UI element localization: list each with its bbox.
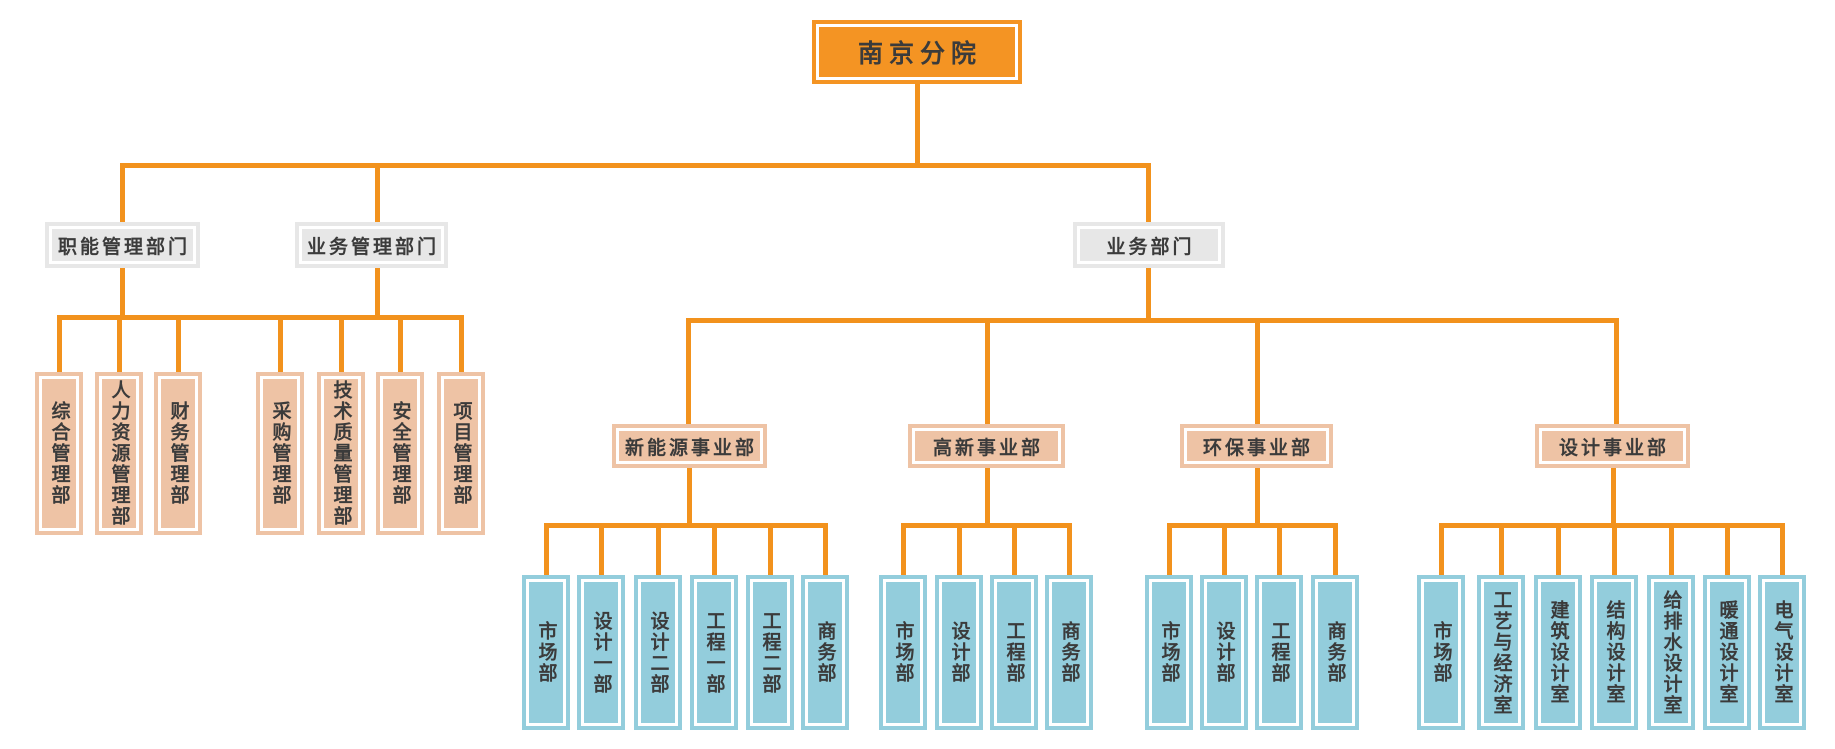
connector-line — [1556, 526, 1561, 575]
connector-line — [117, 318, 122, 372]
connector-line — [1146, 268, 1151, 320]
connector-line — [1222, 526, 1227, 575]
connector-line — [823, 526, 828, 575]
sub-dept-node: 设计部 — [1200, 575, 1248, 730]
sub-dept-node: 市场部 — [1145, 575, 1193, 730]
connector-line — [1614, 318, 1619, 424]
connector-line — [459, 318, 464, 372]
root-node: 南京分院 — [812, 20, 1022, 84]
connector-line — [57, 315, 464, 320]
connector-line — [120, 163, 1151, 168]
connector-line — [686, 318, 1619, 323]
connector-line — [1067, 526, 1072, 575]
sub-dept-node: 设计一部 — [577, 575, 625, 730]
sub-dept-node: 人力资源管理部 — [95, 372, 143, 535]
sub-dept-node: 工程部 — [990, 575, 1038, 730]
connector-line — [1167, 523, 1338, 528]
connector-line — [1255, 318, 1260, 424]
business-mgmt-node: 业务管理部门 — [295, 222, 448, 268]
connector-line — [1333, 526, 1338, 575]
connector-line — [544, 523, 828, 528]
connector-line — [1725, 526, 1730, 575]
connector-line — [957, 526, 962, 575]
sub-dept-node: 电气设计室 — [1758, 575, 1806, 730]
sub-dept-node: 工程部 — [1255, 575, 1303, 730]
sub-dept-node: 市场部 — [1417, 575, 1465, 730]
connector-line — [398, 318, 403, 372]
connector-line — [1439, 523, 1785, 528]
connector-line — [1439, 526, 1444, 575]
sub-dept-node: 商务部 — [1045, 575, 1093, 730]
connector-line — [278, 318, 283, 372]
connector-line — [985, 468, 990, 525]
connector-line — [1146, 166, 1151, 222]
sub-dept-node: 设计二部 — [634, 575, 682, 730]
division-node: 设计事业部 — [1535, 424, 1690, 468]
sub-dept-node: 工程一部 — [690, 575, 738, 730]
sub-dept-node: 综合管理部 — [35, 372, 83, 535]
division-node: 环保事业部 — [1180, 424, 1333, 468]
sub-dept-node: 给排水设计室 — [1647, 575, 1695, 730]
sub-dept-node: 工艺与经济室 — [1477, 575, 1525, 730]
division-node: 新能源事业部 — [612, 424, 767, 468]
functional-mgmt-node: 职能管理部门 — [45, 222, 200, 268]
sub-dept-node: 商务部 — [1311, 575, 1359, 730]
connector-line — [1255, 468, 1260, 525]
connector-line — [339, 318, 344, 372]
sub-dept-node: 采购管理部 — [256, 372, 304, 535]
connector-line — [901, 523, 1072, 528]
business-dept-node: 业务部门 — [1073, 222, 1225, 268]
sub-dept-node: 财务管理部 — [154, 372, 202, 535]
sub-dept-node: 设计部 — [935, 575, 983, 730]
connector-line — [176, 318, 181, 372]
connector-line — [120, 268, 125, 318]
division-node: 高新事业部 — [908, 424, 1065, 468]
sub-dept-node: 市场部 — [879, 575, 927, 730]
sub-dept-node: 商务部 — [801, 575, 849, 730]
connector-line — [1780, 526, 1785, 575]
sub-dept-node: 工程二部 — [746, 575, 794, 730]
connector-line — [985, 318, 990, 424]
sub-dept-node: 安全管理部 — [376, 372, 424, 535]
connector-line — [656, 526, 661, 575]
connector-line — [686, 318, 691, 424]
sub-dept-node: 市场部 — [522, 575, 570, 730]
connector-line — [1611, 468, 1616, 525]
sub-dept-node: 项目管理部 — [437, 372, 485, 535]
connector-line — [375, 268, 380, 318]
connector-line — [687, 468, 692, 525]
connector-line — [599, 526, 604, 575]
connector-line — [901, 526, 906, 575]
connector-line — [712, 526, 717, 575]
connector-line — [1612, 526, 1617, 575]
sub-dept-node: 技术质量管理部 — [317, 372, 365, 535]
connector-line — [1012, 526, 1017, 575]
connector-line — [768, 526, 773, 575]
connector-line — [915, 84, 920, 166]
connector-line — [1167, 526, 1172, 575]
sub-dept-node: 结构设计室 — [1590, 575, 1638, 730]
sub-dept-node: 建筑设计室 — [1534, 575, 1582, 730]
sub-dept-node: 暖通设计室 — [1703, 575, 1751, 730]
connector-line — [375, 166, 380, 222]
connector-line — [544, 526, 549, 575]
connector-line — [120, 166, 125, 222]
connector-line — [57, 318, 62, 372]
connector-line — [1499, 526, 1504, 575]
connector-line — [1669, 526, 1674, 575]
connector-line — [1277, 526, 1282, 575]
